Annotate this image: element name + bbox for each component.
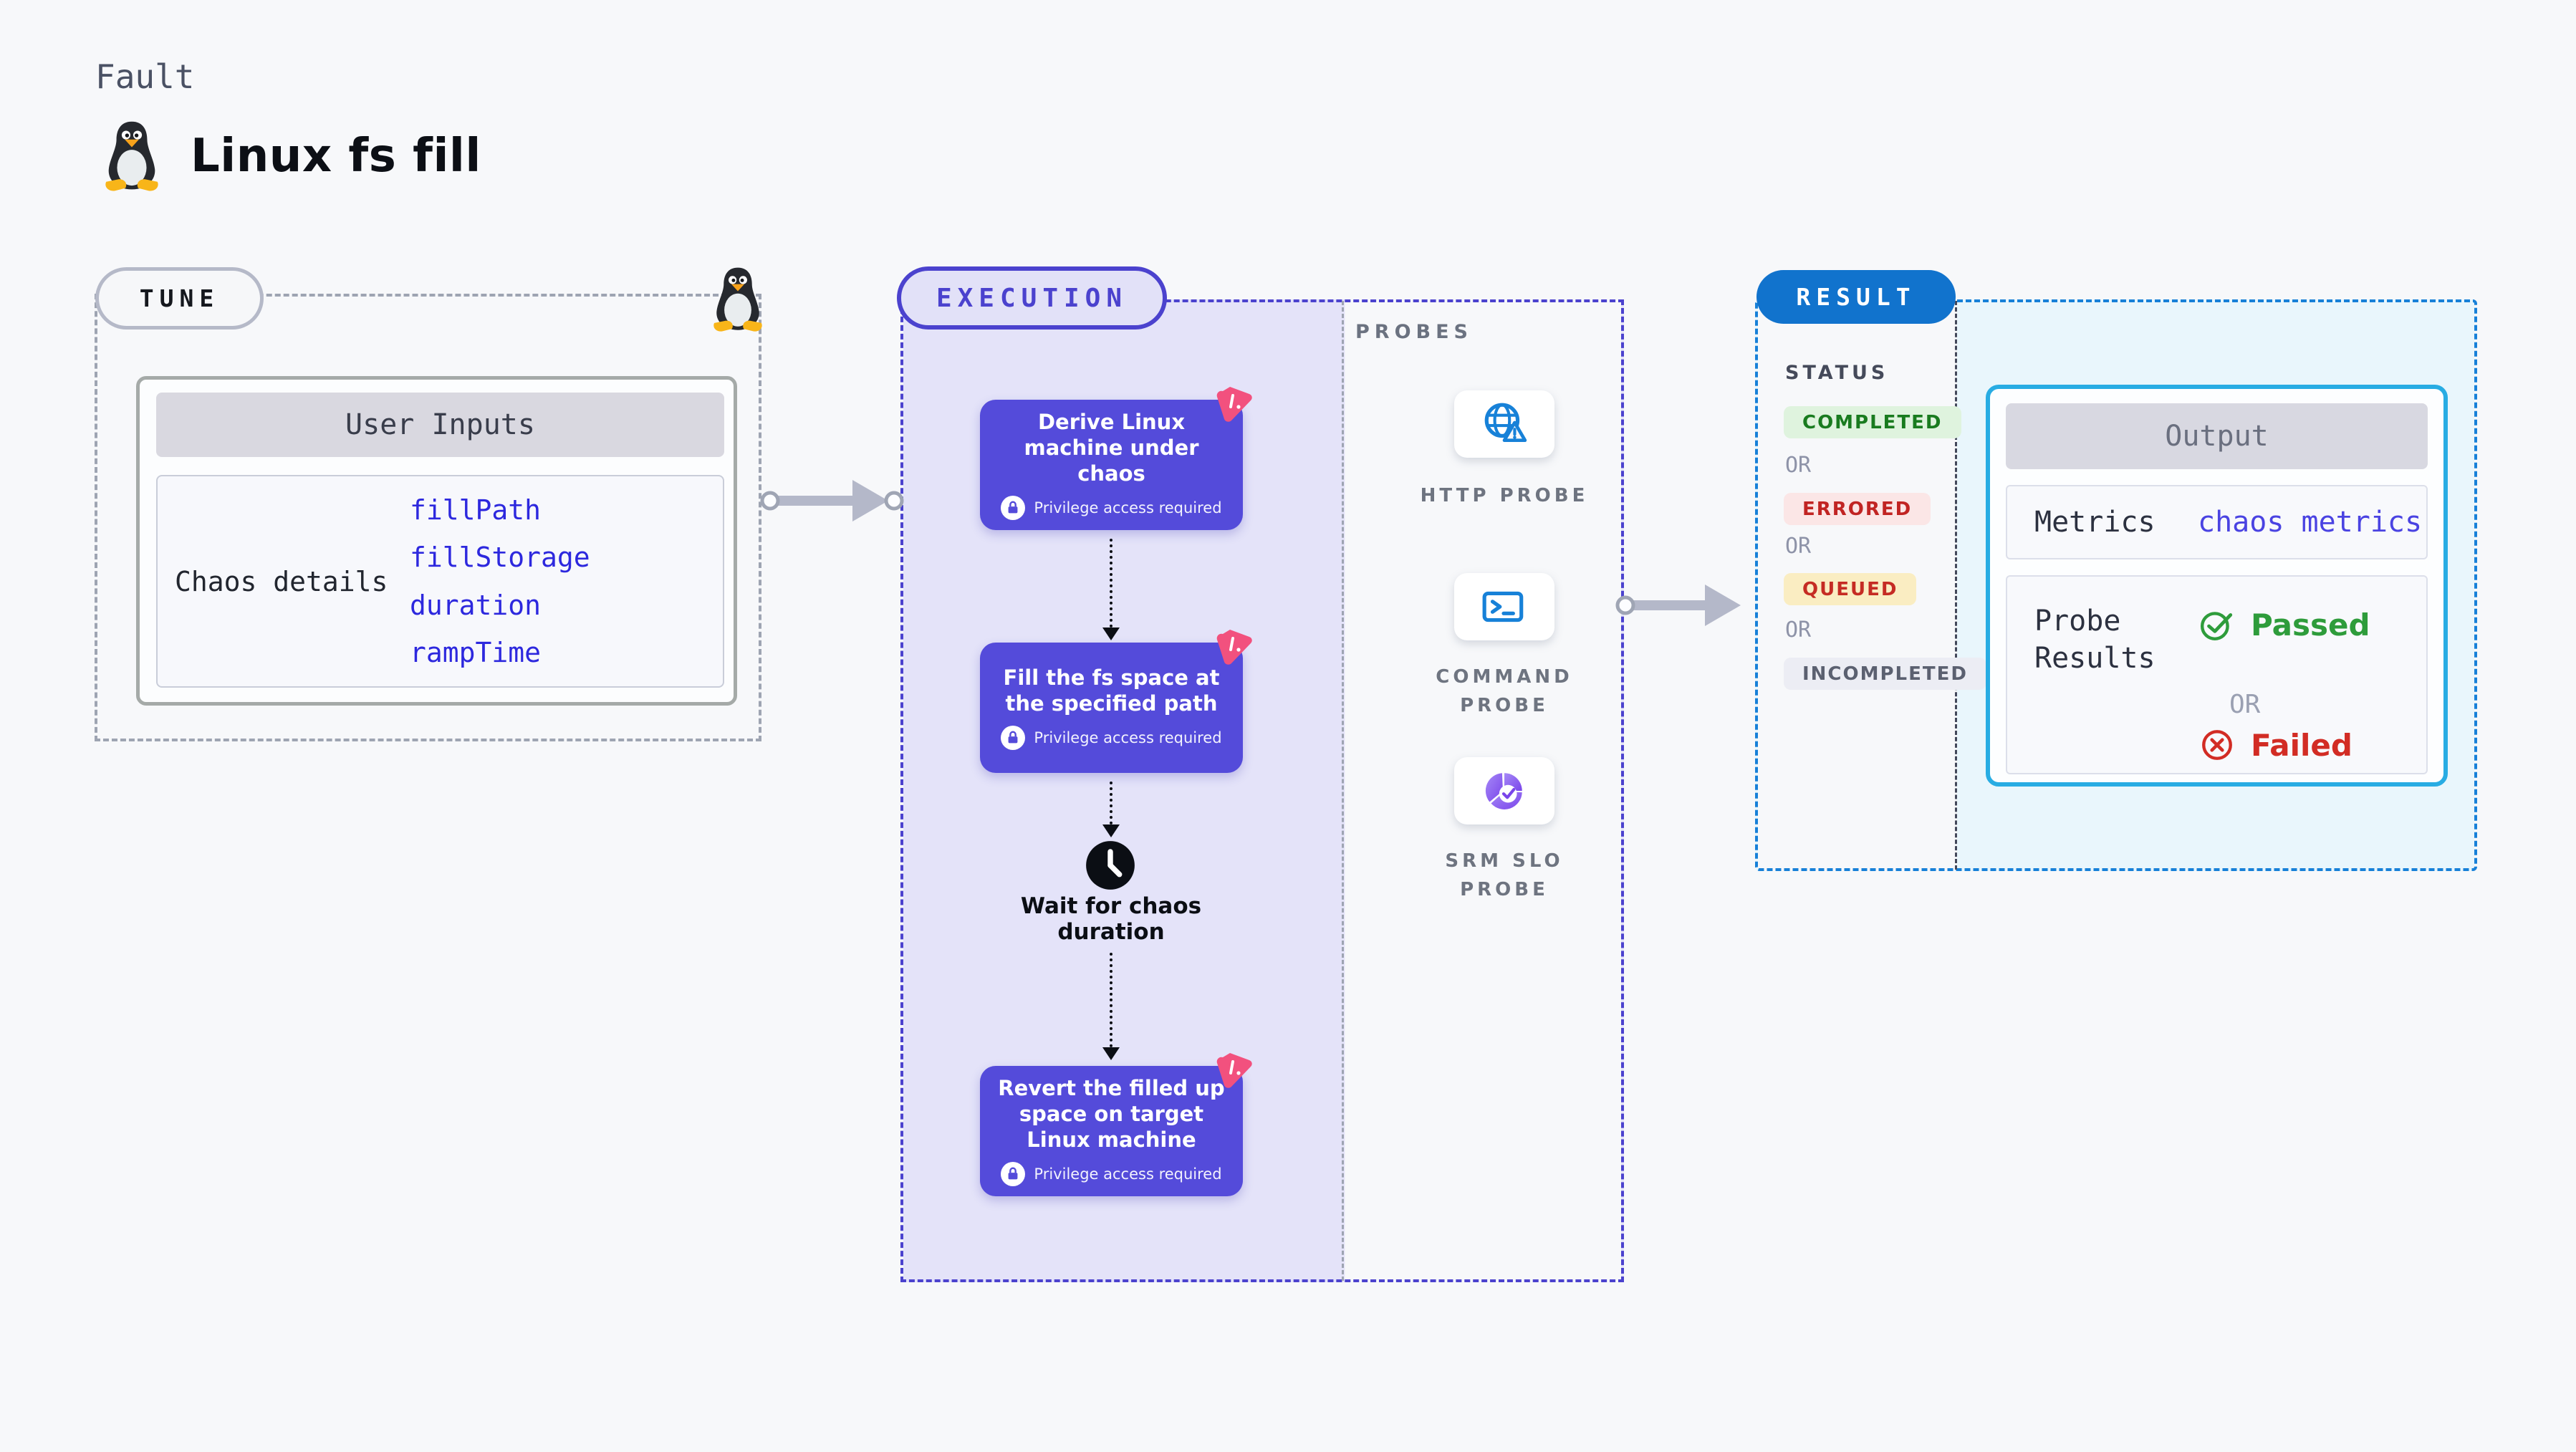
flow-connector [1110, 539, 1112, 628]
result-badge: RESULT [1756, 270, 1956, 324]
probe-label-line: COMMAND [1436, 666, 1573, 688]
or-separator: OR [1785, 453, 1812, 478]
output-header: Output [2006, 403, 2428, 469]
chaos-details-values: fillPath fillStorage duration rampTime [410, 476, 590, 686]
lock-icon [1001, 725, 1026, 750]
chaos-badge-icon [1216, 385, 1253, 423]
tune-to-execution-arrow [760, 480, 904, 521]
lock-icon [1001, 495, 1026, 520]
failed-text: Failed [2251, 727, 2352, 763]
or-separator: OR [1785, 617, 1812, 643]
user-inputs-table: Chaos details fillPath fillStorage durat… [156, 475, 724, 688]
metrics-value: chaos metrics [2198, 506, 2423, 539]
chaos-badge-icon [1216, 628, 1253, 665]
srm-slo-probe-label: SRM SLO PROBE [1397, 847, 1612, 905]
status-incompleted-badge: INCOMPLETED [1784, 658, 1986, 690]
privilege-note: Privilege access required [1001, 495, 1222, 520]
failed-result: Failed [2199, 727, 2352, 763]
http-probe-icon [1481, 400, 1528, 448]
execution-badge: EXECUTION [897, 266, 1167, 330]
input-fillstorage: fillStorage [410, 542, 590, 574]
flow-connector [1110, 782, 1112, 824]
step-fill-fs-space: Fill the fs space at the specified path … [980, 643, 1243, 773]
http-probe-label: HTTP PROBE [1397, 481, 1612, 510]
user-inputs-header: User Inputs [156, 393, 724, 457]
chaos-details-label: Chaos details [175, 565, 388, 597]
lock-icon [1001, 1161, 1026, 1186]
srm-slo-probe-card [1454, 757, 1554, 824]
page-title-row: Linux fs fill [100, 120, 481, 192]
probe-label-line: HTTP PROBE [1420, 485, 1589, 506]
tux-corner-icon [709, 266, 766, 332]
failed-x-icon [2199, 727, 2235, 763]
user-inputs-card: User Inputs Chaos details fillPath fillS… [136, 376, 737, 706]
metrics-label: Metrics [2034, 506, 2156, 539]
output-card: Output Metrics chaos metrics Probe Resul… [1986, 385, 2448, 787]
tune-section-box [95, 294, 761, 741]
passed-check-icon [2199, 607, 2235, 643]
privilege-note-text: Privilege access required [1034, 499, 1222, 516]
flow-connector [1110, 953, 1112, 1047]
status-output-divider [1955, 301, 1957, 870]
probe-label-line: SRM SLO [1445, 850, 1564, 872]
probe-results-label: Probe Results [2034, 605, 2156, 675]
execution-to-result-arrow [1615, 585, 1741, 626]
command-probe-card [1454, 573, 1554, 640]
step-derive-machine: Derive Linux machine under chaos Privile… [980, 400, 1243, 530]
flow-arrowhead-icon [1102, 824, 1120, 837]
probe-label-line: PROBE [1460, 879, 1549, 901]
privilege-note: Privilege access required [1001, 1161, 1222, 1186]
or-separator: OR [2229, 690, 2261, 719]
input-ramptime: rampTime [410, 636, 542, 668]
chaos-badge-icon [1216, 1052, 1253, 1089]
status-heading: STATUS [1785, 362, 1889, 384]
wait-line1: Wait for chaos [1020, 893, 1202, 919]
wait-line2: duration [1057, 918, 1165, 945]
privilege-note: Privilege access required [1001, 725, 1222, 750]
status-errored-badge: ERRORED [1784, 493, 1931, 525]
tune-badge: TUNE [95, 267, 264, 330]
privilege-note-text: Privilege access required [1034, 729, 1222, 746]
http-probe-card [1454, 390, 1554, 458]
srm-slo-probe-icon [1481, 767, 1528, 814]
step-title: Fill the fs space at the specified path [1003, 665, 1220, 716]
step-revert-space: Revert the filled up space on target Lin… [980, 1066, 1243, 1196]
clock-icon [1082, 840, 1139, 891]
status-completed-badge: COMPLETED [1784, 406, 1961, 438]
probe-results-row: Probe Results Passed OR Failed [2006, 575, 2428, 774]
privilege-note-text: Privilege access required [1034, 1165, 1222, 1183]
step-title: Derive Linux machine under chaos [1024, 410, 1199, 486]
probe-label-line: PROBE [1460, 695, 1549, 717]
command-probe-label: COMMAND PROBE [1397, 663, 1612, 721]
command-probe-icon [1481, 583, 1528, 630]
or-separator: OR [1785, 534, 1812, 559]
step-title: Revert the filled up space on target Lin… [998, 1076, 1225, 1152]
status-queued-badge: QUEUED [1784, 573, 1917, 605]
passed-result: Passed [2199, 607, 2370, 643]
metrics-row: Metrics chaos metrics [2006, 485, 2428, 559]
input-fillpath: fillPath [410, 494, 542, 527]
page-title: Linux fs fill [191, 130, 481, 183]
flow-arrowhead-icon [1102, 628, 1120, 640]
execution-probes-divider [1342, 301, 1344, 1281]
linux-tux-icon [100, 120, 163, 192]
wait-duration-label: Wait for chaos duration [993, 893, 1229, 945]
input-duration: duration [410, 589, 542, 621]
probes-label: PROBES [1355, 321, 1474, 343]
passed-text: Passed [2251, 607, 2370, 643]
flow-arrowhead-icon [1102, 1047, 1120, 1060]
fault-kicker: Fault [95, 57, 195, 96]
